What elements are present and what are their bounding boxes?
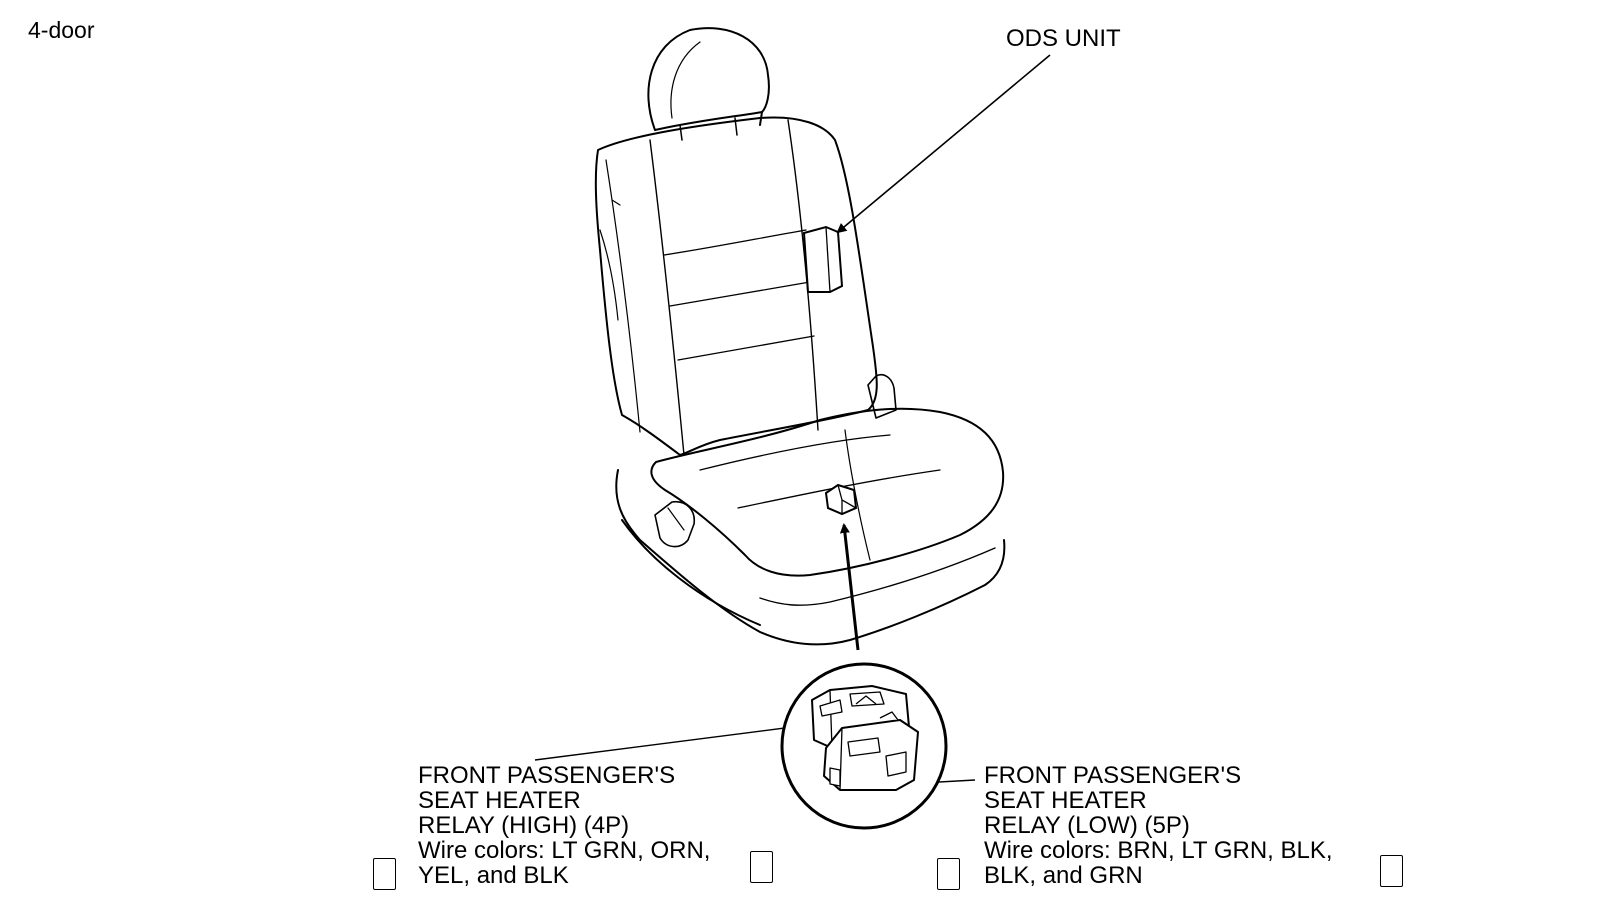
relay-high-leader-line (534, 721, 810, 761)
relay-high-callout: FRONT PASSENGER'S SEAT HEATER RELAY (HIG… (418, 763, 710, 888)
seatback (594, 116, 878, 456)
leader-lines (534, 54, 1051, 791)
relay-high-line-1: FRONT PASSENGER'S (418, 762, 676, 789)
seat-cushion (650, 407, 1005, 577)
detail-arrow (839, 523, 860, 651)
relay-high-line-4: Wire colors: LT GRN, ORN, (418, 837, 711, 864)
ods-unit-label: ODS UNIT (1006, 25, 1121, 52)
ods-unit-shape (802, 225, 844, 293)
relay-low-line-1: FRONT PASSENGER'S (984, 762, 1242, 789)
relay-connectors-detail (811, 685, 919, 791)
ods-leader-line (836, 54, 1051, 234)
variant-label: 4-door (28, 17, 95, 43)
headrest (647, 27, 770, 131)
relay-low-line-3: RELAY (LOW) (5P) (984, 812, 1190, 839)
seat-illustration (594, 27, 1006, 646)
relay-low-line-5: BLK, and GRN (984, 862, 1143, 889)
relay-low-line-2: SEAT HEATER (984, 787, 1147, 814)
recline-lever (654, 500, 696, 548)
relay-low-callout: FRONT PASSENGER'S SEAT HEATER RELAY (LOW… (984, 763, 1333, 888)
checkbox-square-icon[interactable] (750, 851, 773, 883)
relay-low-line-4: Wire colors: BRN, LT GRN, BLK, (984, 837, 1333, 864)
checkbox-square-icon[interactable] (373, 858, 396, 890)
seat-base (615, 469, 1006, 646)
relay-high-line-3: RELAY (HIGH) (4P) (418, 812, 630, 839)
connector-location (824, 483, 858, 516)
checkbox-square-icon[interactable] (1380, 855, 1403, 887)
relay-high-line-2: SEAT HEATER (418, 787, 581, 814)
checkbox-square-icon[interactable] (937, 858, 960, 890)
relay-high-line-5: YEL, and BLK (418, 862, 569, 889)
